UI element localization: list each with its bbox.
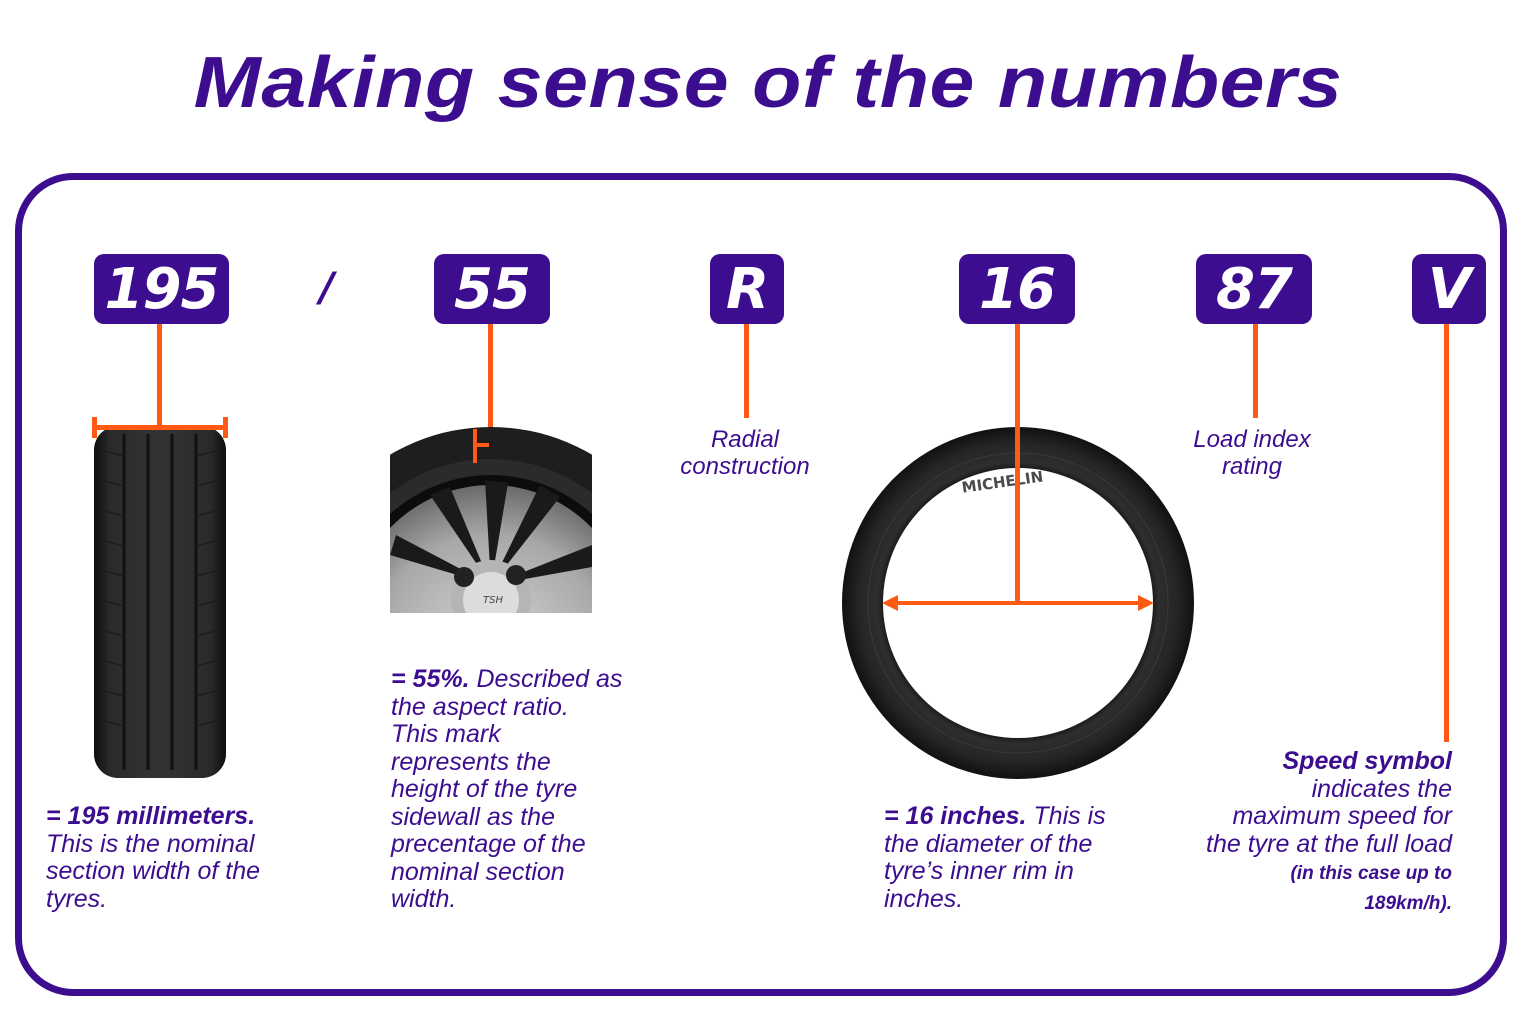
- label-load-index: Load index rating: [1152, 426, 1352, 480]
- diagram-frame: [15, 173, 1507, 996]
- connector-speed: [1444, 324, 1449, 742]
- tyre-ring-illustration: MICHELIN: [842, 425, 1194, 779]
- code-box-construction: R: [710, 254, 784, 324]
- code-box-rim-diameter: 16: [959, 254, 1075, 324]
- description-width-text: This is the nominal section width of the…: [46, 829, 261, 913]
- description-aspect-lead: = 55%.: [391, 665, 470, 693]
- connector-rim: [1015, 324, 1020, 426]
- description-aspect: = 55%. Described as the aspect ratio. Th…: [391, 665, 623, 914]
- description-rim-text: This is the diameter of the tyre’s inner…: [884, 802, 1106, 913]
- description-speed-note: (in this case up to 189km/h).: [1290, 863, 1452, 914]
- label-load-line2: rating: [1221, 453, 1283, 480]
- description-rim-lead: = 16 inches.: [884, 802, 1027, 830]
- description-width-lead: = 195 millimeters.: [46, 802, 256, 830]
- code-box-aspect-ratio: 55: [434, 254, 550, 324]
- label-load-line1: Load index: [1193, 426, 1311, 453]
- page-title: Making sense of the numbers: [193, 43, 1343, 123]
- code-box-speed-symbol: V: [1412, 254, 1486, 324]
- code-box-width: 195: [94, 254, 229, 324]
- description-speed-lead: Speed symbol: [1282, 747, 1453, 775]
- description-width: = 195 millimeters. This is the nominal s…: [46, 802, 296, 913]
- connector-width: [157, 324, 162, 430]
- code-box-load-index: 87: [1196, 254, 1312, 324]
- connector-construction: [744, 324, 749, 418]
- description-aspect-text: Described as the aspect ratio. This mark…: [391, 665, 623, 913]
- description-speed-text: indicates the maximum speed for the tyre…: [1206, 774, 1452, 858]
- tyre-tread-illustration: [92, 417, 228, 778]
- label-radial-line2: construction: [680, 453, 810, 480]
- connector-aspect: [488, 324, 493, 434]
- connector-load: [1253, 324, 1258, 418]
- description-speed: Speed symbol indicates the maximum speed…: [1206, 747, 1453, 917]
- description-rim: = 16 inches. This is the diameter of the…: [884, 802, 1106, 913]
- code-separator-slash: /: [319, 265, 335, 311]
- hub-logo-text: TSH: [483, 595, 503, 606]
- wheel-sidewall-illustration: TSH: [390, 427, 592, 613]
- label-radial-construction: Radial construction: [645, 426, 845, 480]
- label-radial-line1: Radial: [710, 426, 780, 453]
